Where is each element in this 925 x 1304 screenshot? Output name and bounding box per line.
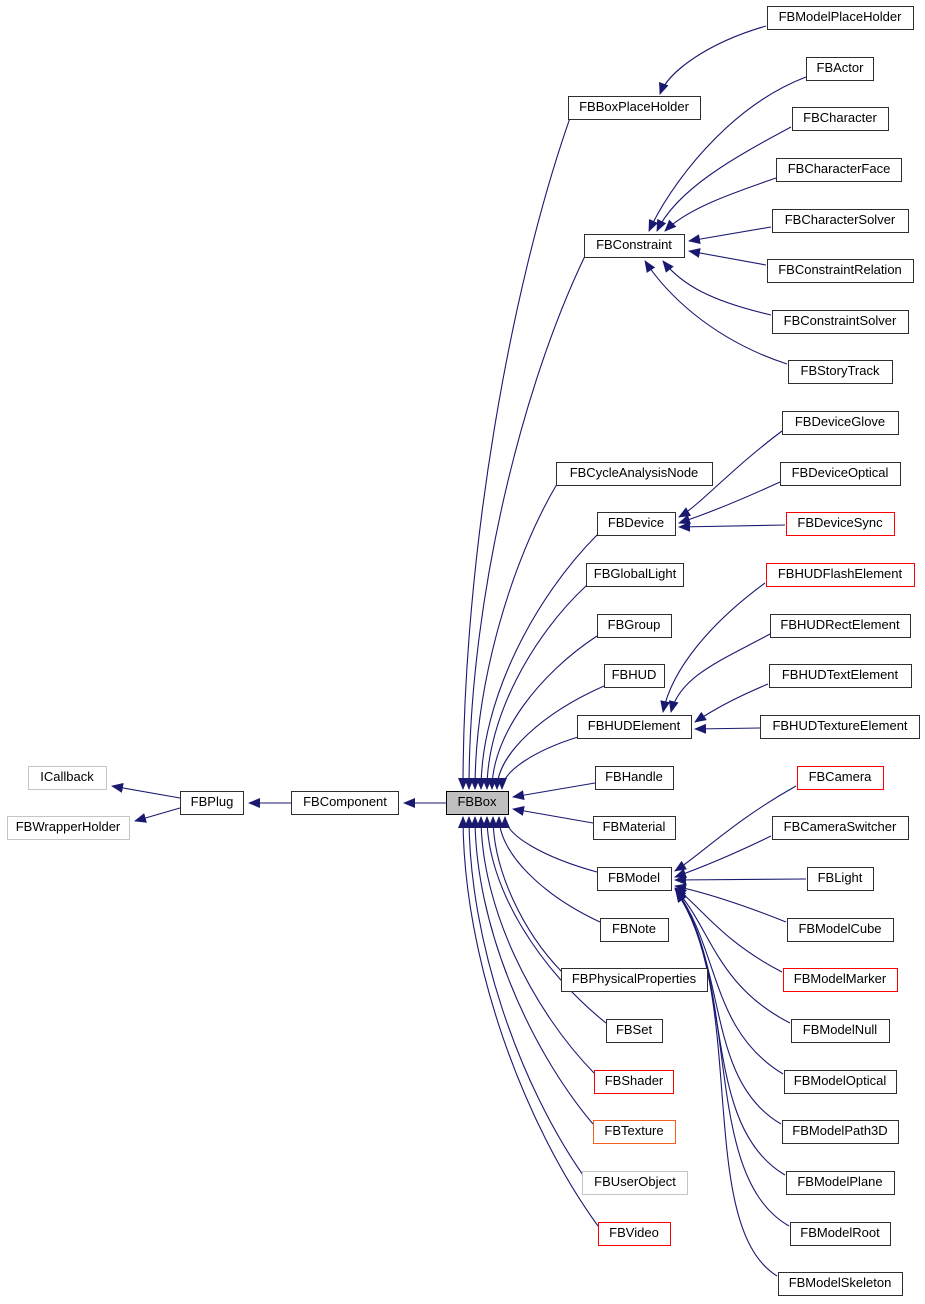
- class-node-fbstorytrack[interactable]: FBStoryTrack: [787, 360, 893, 384]
- inherits-edge-fbmodel-to-fbbox: [500, 816, 598, 873]
- inherits-edge-fbmodelplaceholder-to-fbboxplaceholder: [659, 25, 767, 95]
- inherits-edge-fbphysicalproperties-to-fbbox: [488, 816, 563, 973]
- class-node-fbhudelement[interactable]: FBHUDElement: [576, 715, 692, 739]
- inherits-edge-fbhudtextelement-to-fbhudelement: [694, 683, 769, 723]
- class-node-fblight[interactable]: FBLight: [806, 867, 874, 891]
- inherits-edge-fbset-to-fbbox: [482, 816, 607, 1024]
- class-node-fbshader[interactable]: FBShader: [594, 1070, 674, 1094]
- class-node-fbcameraswitcher[interactable]: FBCameraSwitcher: [771, 816, 909, 840]
- class-node-fbgloballight[interactable]: FBGlobalLight: [586, 563, 684, 587]
- inherits-edge-fbmodeloptical-to-fbmodel: [675, 889, 784, 1075]
- inherits-edge-fbdeviceglove-to-fbdevice: [678, 430, 783, 518]
- inherits-edge-fbplug-to-icallback: [111, 782, 181, 799]
- class-node-fbcharacterface[interactable]: FBCharacterFace: [776, 158, 902, 182]
- class-node-fbconstraintrelation[interactable]: FBConstraintRelation: [766, 259, 914, 283]
- class-node-fbmodel[interactable]: FBModel: [596, 867, 672, 891]
- inherits-edge-fbmodelplane-to-fbmodel: [675, 890, 786, 1176]
- class-node-fbphysicalproperties[interactable]: FBPhysicalProperties: [560, 968, 708, 992]
- inherits-edge-fbconstraintsolver-to-fbconstraint: [662, 260, 772, 316]
- inherits-edge-fbconstraintrelation-to-fbconstraint: [688, 248, 767, 266]
- class-node-fbcharactersolver[interactable]: FBCharacterSolver: [771, 209, 909, 233]
- inherits-edge-fbcharacterface-to-fbconstraint: [664, 177, 777, 232]
- class-node-fbcomponent[interactable]: FBComponent: [291, 791, 399, 815]
- class-node-fbhandle[interactable]: FBHandle: [594, 766, 674, 790]
- inherits-edge-fbhudelement-to-fbbox: [497, 736, 579, 790]
- inherits-edge-fbconstraint-to-fbbox: [464, 255, 586, 790]
- class-node-fbmodelplaceholder[interactable]: FBModelPlaceHolder: [766, 6, 914, 30]
- class-node-fbactor[interactable]: FBActor: [806, 57, 874, 81]
- class-node-fbbox: FBBox: [445, 791, 509, 815]
- class-node-fbvideo[interactable]: FBVideo: [597, 1222, 671, 1246]
- inherits-edge-fbactor-to-fbconstraint: [648, 76, 807, 232]
- class-node-fbtexture[interactable]: FBTexture: [592, 1120, 676, 1144]
- inherits-edge-fblight-to-fbmodel: [674, 874, 807, 885]
- inherits-edge-fbgroup-to-fbbox: [487, 635, 598, 790]
- inherits-edge-fbnote-to-fbbox: [494, 816, 601, 923]
- inherits-edge-fbhudflashelement-to-fbhudelement: [660, 582, 766, 713]
- class-node-fbhudrectelement[interactable]: FBHUDRectElement: [769, 614, 911, 638]
- class-node-fbwrapperholder[interactable]: FBWrapperHolder: [6, 816, 130, 840]
- class-node-fbhudflashelement[interactable]: FBHUDFlashElement: [765, 563, 915, 587]
- inherits-edge-fbvideo-to-fbbox: [458, 816, 599, 1227]
- inherits-edge-fbmodelroot-to-fbmodel: [675, 890, 790, 1227]
- class-node-fbmodelnull[interactable]: FBModelNull: [790, 1019, 890, 1043]
- class-node-fbdeviceoptical[interactable]: FBDeviceOptical: [779, 462, 901, 486]
- inherits-edge-fbmodelpath3d-to-fbmodel: [675, 889, 782, 1125]
- inherits-edge-fbcameraswitcher-to-fbmodel: [674, 835, 772, 878]
- inherits-edge-fbdevicesync-to-fbdevice: [678, 521, 786, 532]
- class-node-fbdeviceglove[interactable]: FBDeviceGlove: [781, 411, 899, 435]
- class-node-fbmaterial[interactable]: FBMaterial: [592, 816, 676, 840]
- inherits-edge-fbcycleanalysisnode-to-fbbox: [470, 483, 558, 790]
- inherits-edge-fbdeviceoptical-to-fbdevice: [678, 481, 781, 525]
- class-node-fbgroup[interactable]: FBGroup: [596, 614, 672, 638]
- inherits-edge-fbgloballight-to-fbbox: [482, 584, 588, 790]
- inherits-edge-fbhud-to-fbbox: [492, 685, 605, 790]
- class-node-fbplug[interactable]: FBPlug: [180, 791, 244, 815]
- class-node-fbboxplaceholder[interactable]: FBBoxPlaceHolder: [567, 96, 701, 120]
- inherits-edge-fbstorytrack-to-fbconstraint: [644, 260, 788, 365]
- inherits-edge-fbcamera-to-fbmodel: [674, 785, 797, 872]
- class-node-fbmodelroot[interactable]: FBModelRoot: [789, 1222, 891, 1246]
- class-node-fbhudtextureelement[interactable]: FBHUDTextureElement: [760, 715, 920, 739]
- class-node-icallback[interactable]: ICallback: [27, 766, 107, 790]
- class-node-fbmodelpath3d[interactable]: FBModelPath3D: [781, 1120, 899, 1144]
- class-node-fbcharacter[interactable]: FBCharacter: [791, 107, 889, 131]
- class-node-fbmodelplane[interactable]: FBModelPlane: [785, 1171, 895, 1195]
- class-node-fbmodelskeleton[interactable]: FBModelSkeleton: [777, 1272, 903, 1296]
- class-node-fbcycleanalysisnode[interactable]: FBCycleAnalysisNode: [555, 462, 713, 486]
- class-node-fbset[interactable]: FBSet: [605, 1019, 663, 1043]
- inherits-edge-fbhandle-to-fbbox: [512, 782, 596, 801]
- inherits-edge-fbmodelskeleton-to-fbmodel: [675, 890, 778, 1277]
- class-node-fbdevice[interactable]: FBDevice: [596, 512, 676, 536]
- class-node-fbuserobject[interactable]: FBUserObject: [582, 1171, 688, 1195]
- inherits-edge-fbcharacter-to-fbconstraint: [656, 126, 792, 232]
- class-node-fbmodeloptical[interactable]: FBModelOptical: [783, 1070, 897, 1094]
- inherits-edge-fbtexture-to-fbbox: [470, 816, 594, 1125]
- inherits-edge-fbhudtextureelement-to-fbhudelement: [694, 723, 761, 734]
- inherits-edge-fbboxplaceholder-to-fbbox: [458, 117, 571, 790]
- class-node-fbconstraint[interactable]: FBConstraint: [583, 234, 685, 258]
- class-node-fbmodelmarker[interactable]: FBModelMarker: [782, 968, 898, 992]
- inherits-edge-fbhudrectelement-to-fbhudelement: [668, 633, 771, 713]
- inherits-edge-fbdevice-to-fbbox: [476, 533, 599, 790]
- inherits-edge-fbuserobject-to-fbbox: [464, 816, 584, 1176]
- class-node-fbconstraintsolver[interactable]: FBConstraintSolver: [771, 310, 909, 334]
- class-node-fbhud[interactable]: FBHUD: [603, 664, 665, 688]
- inherits-edge-fbcharactersolver-to-fbconstraint: [688, 226, 772, 245]
- class-node-fbnote[interactable]: FBNote: [599, 918, 669, 942]
- inherits-edge-fbshader-to-fbbox: [476, 816, 596, 1075]
- inherits-edge-fbmaterial-to-fbbox: [512, 805, 594, 824]
- class-node-fbhudtextelement[interactable]: FBHUDTextElement: [768, 664, 912, 688]
- inherits-edge-fbmodelnull-to-fbmodel: [674, 888, 791, 1024]
- class-node-fbmodelcube[interactable]: FBModelCube: [786, 918, 894, 942]
- inherits-edge-fbplug-to-fbwrapperholder: [134, 807, 181, 823]
- class-node-fbcamera[interactable]: FBCamera: [796, 766, 884, 790]
- edge-group: [111, 25, 807, 1277]
- class-node-fbdevicesync[interactable]: FBDeviceSync: [785, 512, 895, 536]
